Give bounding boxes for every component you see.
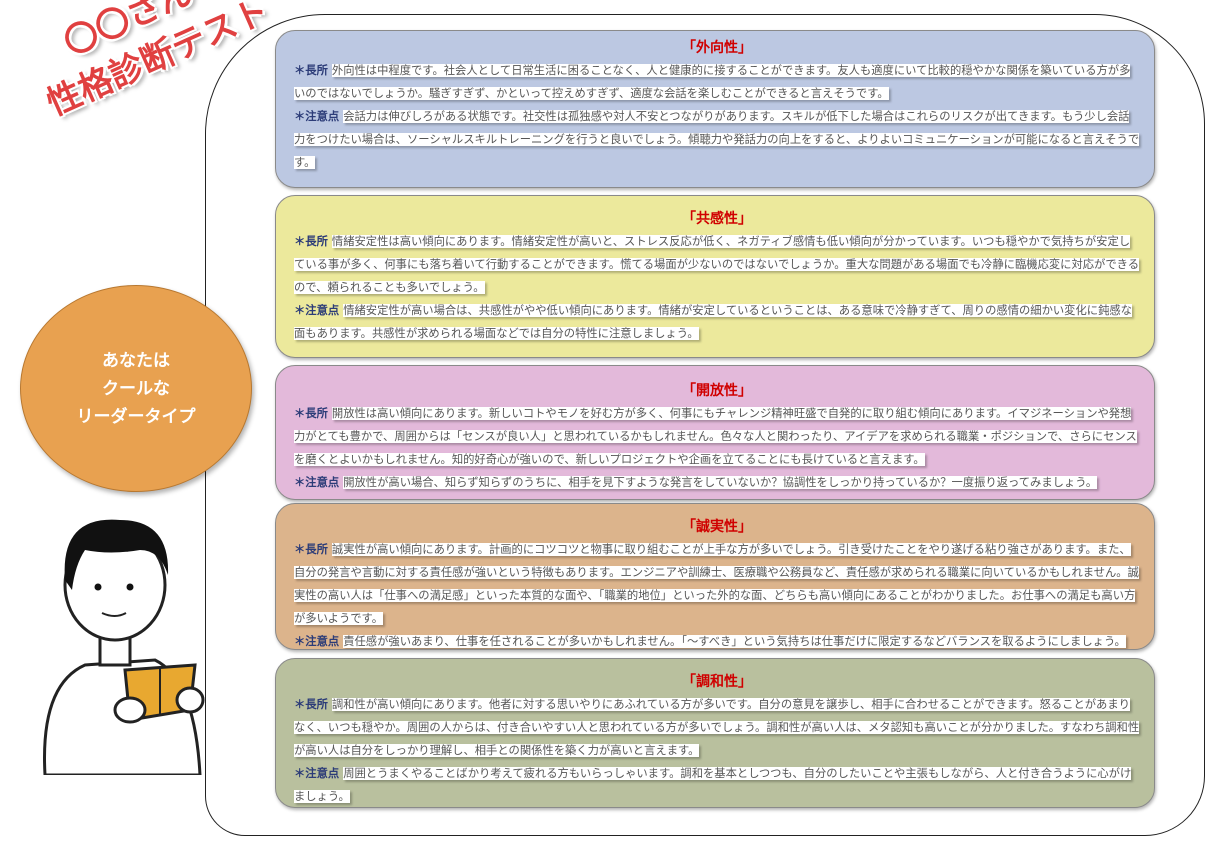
panel-agreeableness: 「調和性」 ＊長所調和性が高い傾向にあります。他者に対する思いやりにあふれている… [275, 658, 1155, 808]
panel-title: 「外向性」 [682, 40, 752, 56]
strength-label: ＊長所 [294, 235, 328, 248]
caution-text: ＊注意点責任感が強いあまり、仕事を任されることが多いかもしれません。「～すべき」… [294, 630, 1140, 649]
caution-text: ＊注意点開放性が高い場合、知らず知らずのうちに、相手を見下すような発言をしていな… [294, 471, 1140, 494]
strength-text: ＊長所誠実性が高い傾向にあります。計画的にコツコツと物事に取り組むことが上手な方… [294, 538, 1140, 630]
caution-label: ＊注意点 [294, 635, 340, 648]
strength-label: ＊長所 [294, 64, 328, 77]
result-line: クールな [102, 378, 170, 399]
strength-text: ＊長所調和性が高い傾向にあります。他者に対する思いやりにあふれている方が多いです… [294, 693, 1140, 762]
strength-text: ＊長所開放性は高い傾向にあります。新しいコトやモノを好む方が多く、何事にもチャレ… [294, 402, 1140, 471]
caution-body: 開放性が高い場合、知らず知らずのうちに、相手を見下すような発言をしていないか？協… [343, 476, 1098, 489]
panel-empathy: 「共感性」 ＊長所情緒安定性は高い傾向にあります。情緒安定性が高いと、ストレス反… [275, 195, 1155, 358]
strength-body: 調和性が高い傾向にあります。他者に対する思いやりにあふれている方が多いです。自分… [294, 698, 1140, 757]
caution-text: ＊注意点周囲とうまくやることばかり考えて疲れる方もいらっしゃいます。調和を基本と… [294, 762, 1140, 808]
strength-body: 外向性は中程度です。社会人として日常生活に困ることなく、人と健康的に接することが… [294, 64, 1131, 100]
strength-label: ＊長所 [294, 407, 328, 420]
caution-body: 会話力は伸びしろがある状態です。社交性は孤独感や対人不安とつながりがあります。ス… [294, 110, 1140, 169]
result-type: リーダータイプ [76, 406, 196, 427]
strength-body: 情緒安定性は高い傾向にあります。情緒安定性が高いと、ストレス反応が低く、ネガティ… [294, 235, 1140, 294]
result-bubble: あなたは クールな リーダータイプ [20, 285, 252, 492]
caution-label: ＊注意点 [294, 476, 340, 489]
caution-body: 責任感が強いあまり、仕事を任されることが多いかもしれません。「～すべき」という気… [343, 635, 1126, 648]
caution-label: ＊注意点 [294, 304, 340, 317]
strength-label: ＊長所 [294, 698, 328, 711]
strength-body: 誠実性が高い傾向にあります。計画的にコツコツと物事に取り組むことが上手な方が多い… [294, 543, 1139, 625]
panel-title: 「調和性」 [682, 674, 752, 690]
caution-text: ＊注意点情緒安定性が高い場合は、共感性がやや低い傾向にあります。情緒が安定してい… [294, 299, 1140, 345]
result-line: あなたは [102, 350, 170, 371]
panel-title: 「共感性」 [682, 211, 752, 227]
caution-label: ＊注意点 [294, 110, 340, 123]
caution-body: 情緒安定性が高い場合は、共感性がやや低い傾向にあります。情緒が安定しているという… [294, 304, 1132, 340]
panel-title: 「誠実性」 [682, 519, 752, 535]
panel-extraversion: 「外向性」 ＊長所外向性は中程度です。社会人として日常生活に困ることなく、人と健… [275, 30, 1155, 188]
panel-conscientiousness: 「誠実性」 ＊長所誠実性が高い傾向にあります。計画的にコツコツと物事に取り組むこ… [275, 503, 1155, 650]
strength-text: ＊長所外向性は中程度です。社会人として日常生活に困ることなく、人と健康的に接する… [294, 59, 1140, 105]
panel-title: 「開放性」 [682, 383, 752, 399]
panel-openness: 「開放性」 ＊長所開放性は高い傾向にあります。新しいコトやモノを好む方が多く、何… [275, 365, 1155, 500]
strength-label: ＊長所 [294, 543, 328, 556]
caution-text: ＊注意点会話力は伸びしろがある状態です。社交性は孤独感や対人不安とつながりがあり… [294, 105, 1140, 174]
strength-text: ＊長所情緒安定性は高い傾向にあります。情緒安定性が高いと、ストレス反応が低く、ネ… [294, 230, 1140, 299]
caution-body: 周囲とうまくやることばかり考えて疲れる方もいらっしゃいます。調和を基本としつつも… [294, 767, 1132, 803]
strength-body: 開放性は高い傾向にあります。新しいコトやモノを好む方が多く、何事にもチャレンジ精… [294, 407, 1137, 466]
person-reading-illustration [43, 519, 205, 775]
caution-label: ＊注意点 [294, 767, 340, 780]
